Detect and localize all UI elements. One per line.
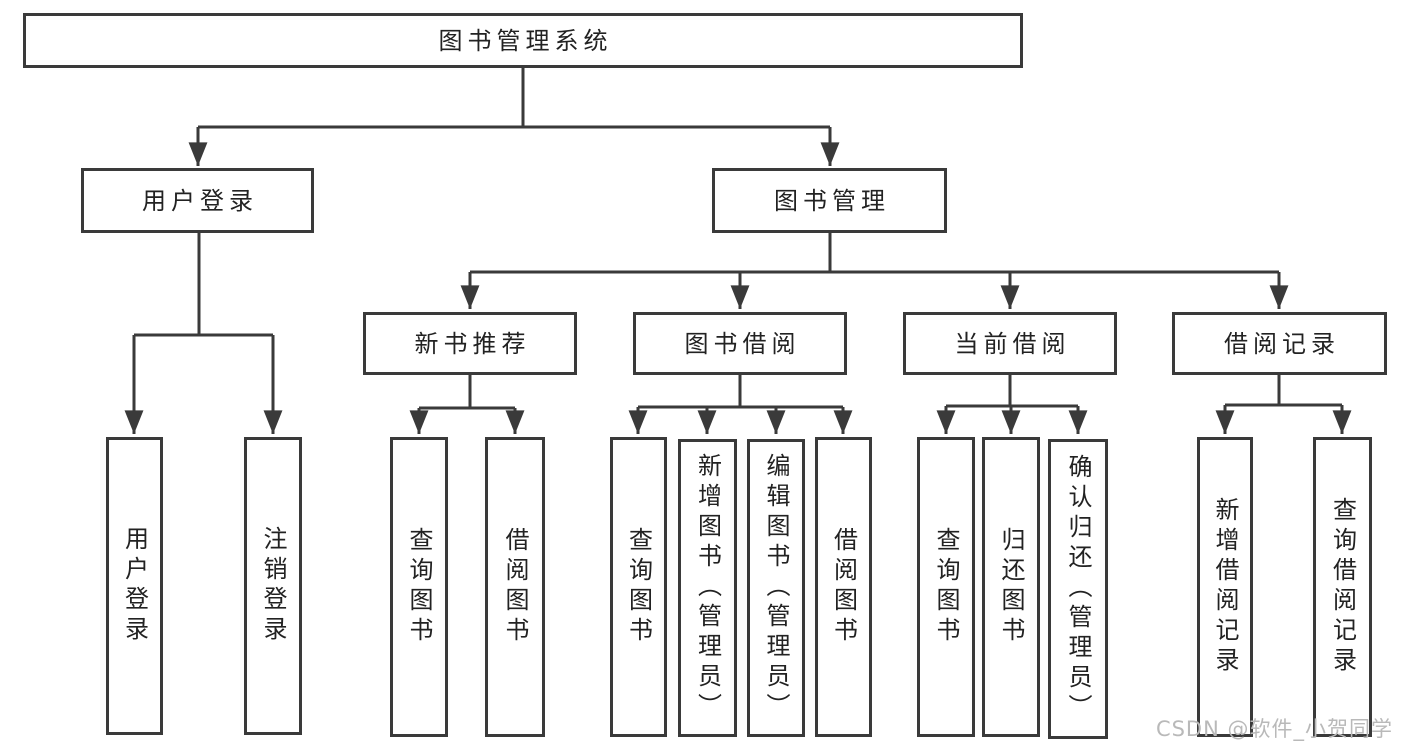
leaf-label: 查询图书 — [932, 527, 960, 647]
connector-book-borrow — [638, 375, 843, 409]
connector-book-management — [470, 233, 1279, 274]
node-book-borrow: 图书借阅 — [633, 312, 847, 375]
leaf-query-book-1: 查询图书 — [390, 437, 448, 737]
leaf-borrow-book-2: 借阅图书 — [815, 437, 872, 737]
leaf-add-book-admin: 新增图书（管理员） — [678, 439, 737, 737]
leaf-add-borrow-record: 新增借阅记录 — [1197, 437, 1253, 737]
leaf-label: 查询借阅记录 — [1328, 497, 1357, 677]
leaf-query-book-2: 查询图书 — [610, 437, 667, 737]
leaf-query-borrow-record: 查询借阅记录 — [1313, 437, 1372, 737]
node-borrow-record: 借阅记录 — [1172, 312, 1387, 375]
leaf-label: 借阅图书 — [829, 527, 858, 647]
leaf-label: 查询图书 — [624, 527, 653, 647]
connector-current-borrow — [946, 375, 1078, 408]
connector-borrow-record — [1225, 375, 1342, 407]
node-borrow-record-label: 借阅记录 — [1224, 329, 1340, 358]
leaf-label: 新增图书（管理员） — [693, 453, 722, 723]
node-root: 图书管理系统 — [23, 13, 1023, 68]
leaf-label: 确认归还（管理员） — [1064, 454, 1092, 724]
leaf-logout: 注销登录 — [244, 437, 302, 735]
node-book-management-label: 图书管理 — [774, 186, 890, 215]
node-book-management: 图书管理 — [712, 168, 947, 233]
node-new-book-recommend: 新书推荐 — [363, 312, 577, 375]
leaf-label: 用户登录 — [120, 526, 149, 646]
leaf-edit-book-admin: 编辑图书（管理员） — [747, 439, 805, 737]
connector-user-login — [134, 233, 273, 337]
leaf-label: 注销登录 — [259, 526, 287, 646]
leaf-return-book: 归还图书 — [982, 437, 1040, 737]
leaf-borrow-book-1: 借阅图书 — [485, 437, 545, 737]
node-book-borrow-label: 图书借阅 — [684, 329, 801, 358]
node-current-borrow-label: 当前借阅 — [954, 329, 1071, 358]
leaf-user-login: 用户登录 — [106, 437, 163, 735]
connector-new-book — [419, 375, 515, 410]
csdn-watermark: CSDN @软件_小贺同学 — [1155, 717, 1393, 741]
leaf-label: 查询图书 — [405, 527, 433, 647]
leaf-confirm-return-admin: 确认归还（管理员） — [1048, 439, 1108, 739]
connector-group — [124, 68, 1352, 434]
node-new-book-recommend-label: 新书推荐 — [414, 329, 531, 358]
leaf-label: 归还图书 — [997, 527, 1025, 647]
leaf-label: 借阅图书 — [501, 527, 529, 647]
node-user-login: 用户登录 — [81, 168, 314, 233]
leaf-label: 编辑图书（管理员） — [762, 453, 790, 723]
node-user-login-label: 用户登录 — [142, 186, 258, 215]
node-root-label: 图书管理系统 — [438, 26, 613, 55]
connector-root — [198, 68, 830, 129]
leaf-query-book-3: 查询图书 — [917, 437, 975, 737]
leaf-label: 新增借阅记录 — [1211, 497, 1239, 677]
node-current-borrow: 当前借阅 — [903, 312, 1117, 375]
